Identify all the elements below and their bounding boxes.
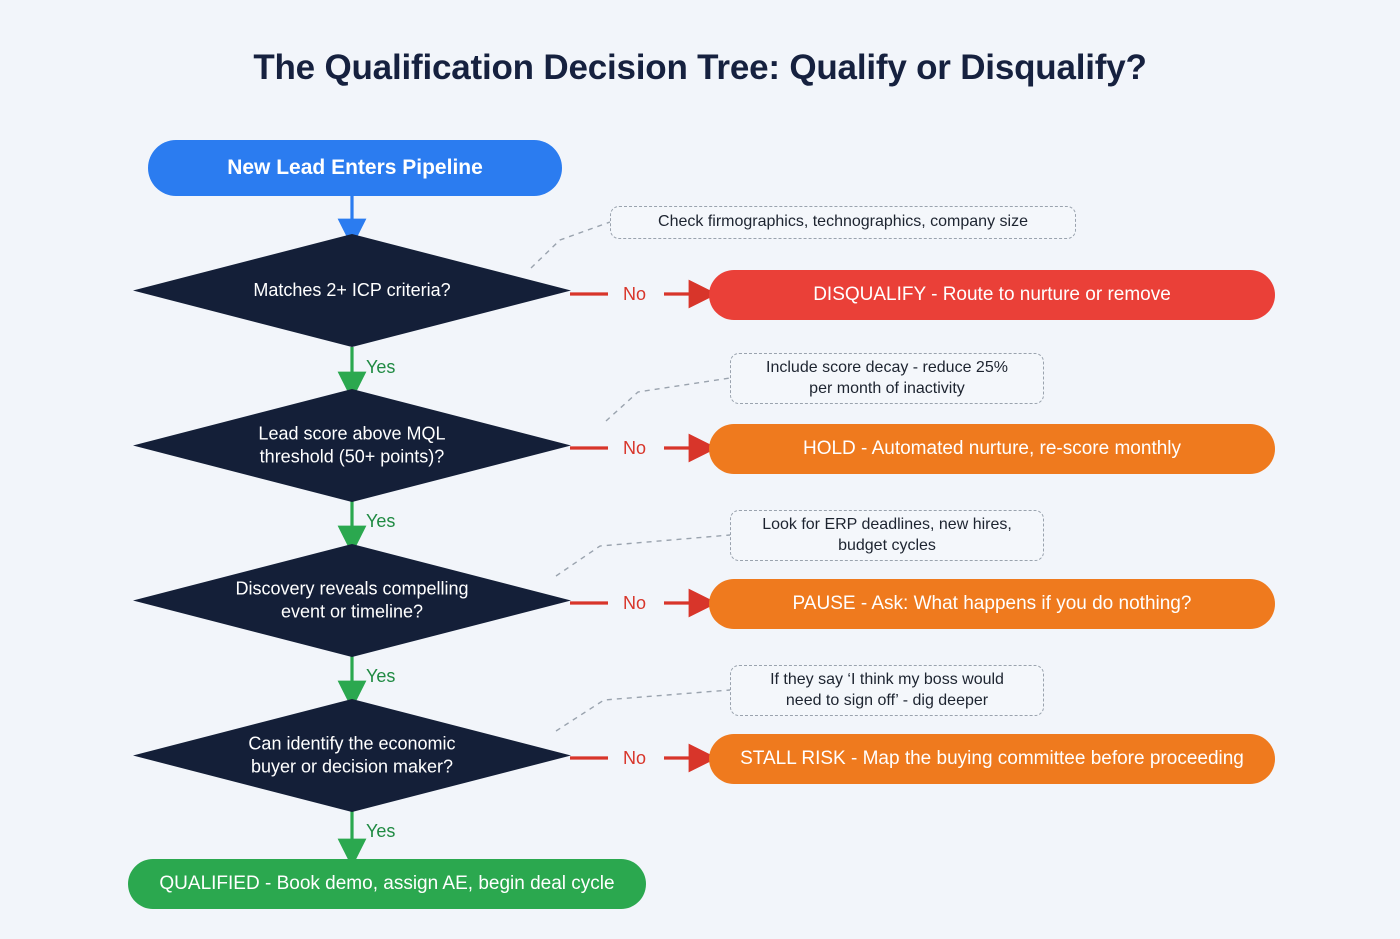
node-decision-4[interactable]: Can identify the economic buyer or decis… bbox=[133, 699, 571, 812]
edge-label-yes-2: Yes bbox=[366, 511, 396, 531]
edge-label-yes-3: Yes bbox=[366, 666, 396, 686]
node-outcome-qualified[interactable]: QUALIFIED - Book demo, assign AE, begin … bbox=[128, 859, 646, 909]
node-decision-1[interactable]: Matches 2+ ICP criteria? bbox=[133, 234, 571, 347]
decision-1-label: Matches 2+ ICP criteria? bbox=[253, 279, 451, 300]
node-outcome-stall-risk[interactable]: STALL RISK - Map the buying committee be… bbox=[709, 734, 1275, 784]
decision-4-label: Can identify the economic buyer or decis… bbox=[248, 732, 456, 777]
annotation-note-3: Look for ERP deadlines, new hires, budge… bbox=[730, 510, 1044, 561]
leader-note-4 bbox=[555, 689, 731, 732]
edge-label-yes-1: Yes bbox=[366, 357, 396, 377]
edge-label-no-4: No bbox=[623, 748, 647, 768]
leader-note-2 bbox=[605, 377, 731, 422]
node-outcome-disqualify[interactable]: DISQUALIFY - Route to nurture or remove bbox=[709, 270, 1275, 320]
node-decision-2[interactable]: Lead score above MQL threshold (50+ poin… bbox=[133, 389, 571, 502]
edge-label-no-3: No bbox=[623, 593, 647, 613]
edge-label-no-1: No bbox=[623, 284, 647, 304]
node-outcome-hold[interactable]: HOLD - Automated nurture, re-score month… bbox=[709, 424, 1275, 474]
edge-label-yes-4: Yes bbox=[366, 821, 396, 841]
decision-3-label: Discovery reveals compelling event or ti… bbox=[235, 577, 469, 622]
edge-label-no-2: No bbox=[623, 438, 647, 458]
page-title: The Qualification Decision Tree: Qualify… bbox=[253, 48, 1147, 87]
annotation-note-2: Include score decay - reduce 25% per mon… bbox=[730, 353, 1044, 404]
annotation-note-4: If they say ‘I think my boss would need … bbox=[730, 665, 1044, 716]
leader-note-3 bbox=[555, 534, 731, 577]
annotation-note-1: Check firmographics, technographics, com… bbox=[610, 206, 1076, 239]
decision-2-label: Lead score above MQL threshold (50+ poin… bbox=[258, 422, 446, 467]
node-outcome-pause[interactable]: PAUSE - Ask: What happens if you do noth… bbox=[709, 579, 1275, 629]
node-decision-3[interactable]: Discovery reveals compelling event or ti… bbox=[133, 544, 571, 657]
node-start[interactable]: New Lead Enters Pipeline bbox=[148, 140, 562, 196]
